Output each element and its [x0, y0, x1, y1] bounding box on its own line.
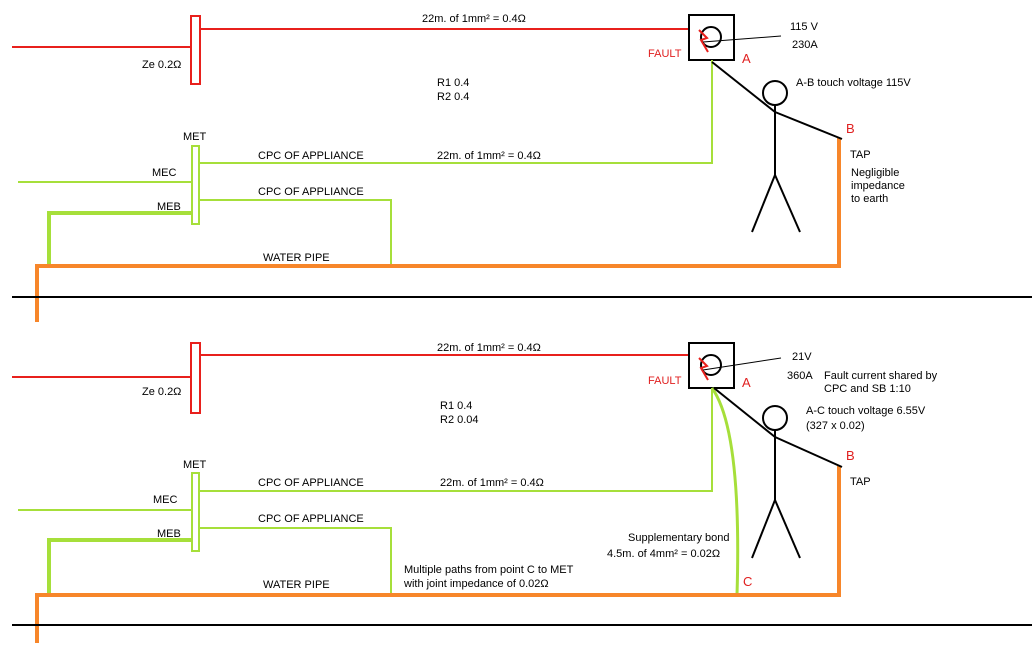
bottom-phase-label: 22m. of 1mm² = 0.4Ω — [437, 342, 541, 354]
top-negligible-label-2: impedance — [851, 180, 905, 192]
top-person-figure — [711, 61, 843, 233]
top-cpc-label-2: CPC OF APPLIANCE — [258, 186, 364, 198]
bottom-water-pipe — [35, 466, 841, 643]
top-touch-voltage-label: A-B touch voltage 115V — [796, 77, 911, 89]
bottom-tap-label: TAP — [850, 476, 871, 488]
bottom-diagram: Ze 0.2Ω 22m. of 1mm² = 0.4Ω FAULT A 21V … — [12, 342, 1032, 643]
bottom-cpc-to-water-pipe — [199, 527, 392, 595]
top-mec-label: MEC — [152, 167, 177, 179]
bottom-shared-label-1: Fault current shared by — [824, 370, 938, 382]
bottom-multi-path-label-2: with joint impedance of 0.02Ω — [403, 578, 549, 590]
top-meb-label: MEB — [157, 201, 181, 213]
top-water-pipe-label: WATER PIPE — [263, 252, 330, 264]
bottom-r2-label: R2 0.04 — [440, 414, 479, 426]
top-ze-label: Ze 0.2Ω — [142, 59, 181, 71]
top-negligible-label-1: Negligible — [851, 167, 899, 179]
bottom-supp-bond-label-2: 4.5m. of 4mm² = 0.02Ω — [607, 548, 720, 560]
bottom-voltage-label: 21V — [792, 351, 812, 363]
bottom-touch-voltage-label: A-C touch voltage 6.55V — [806, 405, 926, 417]
top-fault-label: FAULT — [648, 48, 682, 60]
bottom-ze-label: Ze 0.2Ω — [142, 386, 181, 398]
top-cpc-impedance-label: 22m. of 1mm² = 0.4Ω — [437, 150, 541, 162]
top-cpc-to-water-pipe — [199, 199, 392, 266]
bottom-cpc-impedance-label: 22m. of 1mm² = 0.4Ω — [440, 477, 544, 489]
top-meb-bond — [47, 211, 193, 266]
top-point-a-label: A — [742, 51, 751, 66]
top-met-bar — [191, 145, 200, 225]
top-met-label: MET — [183, 131, 207, 143]
bottom-met-label: MET — [183, 459, 207, 471]
bottom-supplementary-bond — [710, 387, 740, 596]
top-phase-label: 22m. of 1mm² = 0.4Ω — [422, 13, 526, 25]
top-r1-label: R1 0.4 — [437, 77, 469, 89]
bottom-cpc-label-1: CPC OF APPLIANCE — [258, 477, 364, 489]
top-negligible-label-3: to earth — [851, 193, 888, 205]
top-cpc-appliance — [199, 60, 713, 164]
top-tap-label: TAP — [850, 149, 871, 161]
bottom-fault-bolt-icon — [698, 357, 709, 381]
bottom-meb-label: MEB — [157, 528, 181, 540]
bottom-cpc-appliance — [199, 388, 713, 492]
top-cpc-label-1: CPC OF APPLIANCE — [258, 150, 364, 162]
bottom-fault-label: FAULT — [648, 375, 682, 387]
bottom-current-label: 360A — [787, 370, 813, 382]
top-voltage-pointer — [702, 35, 782, 43]
top-fault-bolt-icon — [698, 29, 709, 53]
bottom-shared-label-2: CPC and SB 1:10 — [824, 383, 911, 395]
bottom-met-bar — [191, 472, 200, 552]
top-supply-terminal — [190, 15, 201, 85]
bottom-mec-label: MEC — [153, 494, 178, 506]
top-voltage-label: 115 V — [790, 21, 819, 33]
bottom-person-figure — [713, 387, 843, 559]
bottom-water-pipe-label: WATER PIPE — [263, 579, 330, 591]
top-water-pipe — [35, 138, 841, 322]
bottom-voltage-pointer — [702, 357, 782, 371]
top-current-label: 230A — [792, 39, 818, 51]
top-r2-label: R2 0.4 — [437, 91, 469, 103]
top-diagram: Ze 0.2Ω 22m. of 1mm² = 0.4Ω FAULT A 115 … — [12, 13, 1032, 322]
bottom-supply-terminal — [190, 342, 201, 414]
top-point-b-label: B — [846, 121, 855, 136]
bottom-meb-bond — [47, 538, 193, 595]
bottom-multi-path-label-1: Multiple paths from point C to MET — [404, 564, 574, 576]
bottom-point-c-label: C — [743, 574, 752, 589]
bottom-supp-bond-label-1: Supplementary bond — [628, 532, 730, 544]
bottom-point-b-label: B — [846, 448, 855, 463]
bottom-touch-calc-label: (327 x 0.02) — [806, 420, 865, 432]
bottom-cpc-label-2: CPC OF APPLIANCE — [258, 513, 364, 525]
bottom-point-a-label: A — [742, 375, 751, 390]
bottom-r1-label: R1 0.4 — [440, 400, 472, 412]
